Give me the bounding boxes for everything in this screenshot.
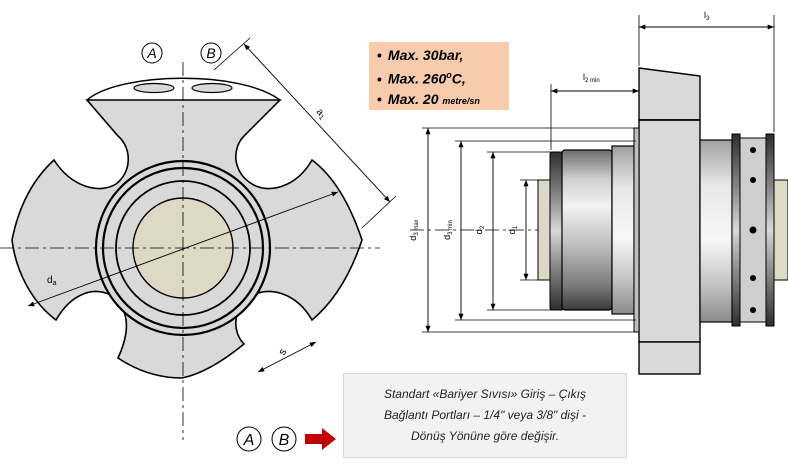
side-flange-bottom — [638, 341, 701, 375]
side-hub — [699, 139, 733, 323]
spec-temperature-unit: C, — [451, 70, 466, 87]
note-line-3: Dönüş Yönüne göre değişir. — [410, 429, 560, 443]
bolt — [750, 307, 756, 313]
port-a-circle-bottom — [236, 426, 262, 452]
spec-temperature-sup: o — [446, 70, 452, 80]
d3min-label: d3 min — [442, 220, 454, 240]
spec-speed-unit: metre/sn — [442, 95, 480, 106]
port-a-label-bottom: A — [243, 432, 255, 449]
d1-label: d1 — [507, 225, 519, 234]
side-ring-1 — [731, 133, 741, 327]
bolt — [750, 275, 756, 281]
port-a-circle-top — [141, 42, 163, 64]
note-text: Standart «Bariyer Sıvısı» Giriş – Çıkış … — [384, 384, 586, 447]
port-a-oval — [133, 82, 175, 94]
port-b-oval — [191, 82, 233, 94]
note-line-1: Standart «Bariyer Sıvısı» Giriş – Çıkış — [383, 387, 587, 401]
a1-extension-2 — [361, 195, 397, 229]
specs-list: • Max. 30bar, • Max. 260oC, • Max. 20 metre… — [377, 45, 501, 111]
d3max-label: d3 max — [408, 219, 420, 240]
specs-box: • Max. 30bar, • Max. 260oC, • Max. 20 metre… — [369, 42, 509, 110]
side-sleeve-step — [611, 145, 635, 315]
port-legend: A B — [236, 426, 336, 452]
horizontal-dimensions: l3 l2 min — [550, 10, 775, 150]
a1-extension-1 — [213, 37, 251, 71]
front-view: da a1 s A B — [0, 37, 397, 440]
side-bolts — [749, 147, 757, 313]
side-view: d3 max d3 min d2 d1 — [408, 10, 788, 375]
side-sleeve-lip — [633, 127, 640, 333]
bolt — [750, 177, 756, 183]
bolt — [749, 226, 757, 234]
da-dimension-line — [27, 191, 339, 307]
side-shaft-right — [773, 179, 788, 281]
port-b-circle-top — [200, 42, 222, 64]
spec-speed-value: Max. 20 — [387, 90, 443, 107]
da-label: da — [47, 275, 57, 287]
side-flange-body — [638, 119, 701, 343]
port-b-label-bottom: B — [279, 432, 290, 449]
side-flange — [638, 67, 701, 121]
spec-pressure-text: Max. 30bar, — [387, 47, 464, 63]
spec-temperature-value: Max. 260 — [387, 70, 447, 87]
spec-speed: • Max. 20 metre/sn — [377, 89, 501, 111]
bolt — [750, 147, 756, 153]
d2-label: d2 — [474, 225, 486, 234]
side-ring-3 — [765, 133, 775, 327]
red-arrow-icon — [305, 428, 336, 450]
note-line-2: Bağlantı Portları – 1/4" veya 3/8" dişi … — [384, 408, 586, 422]
port-b-label-top: B — [206, 45, 215, 61]
s-label: s — [276, 346, 289, 357]
vertical-dimensions: d3 max d3 min d2 d1 — [408, 127, 636, 333]
l3-label: l3 — [704, 10, 710, 22]
note-box: Standart «Bariyer Sıvısı» Giriş – Çıkış … — [343, 373, 627, 458]
a1-label: a1 — [313, 107, 328, 122]
flange-top-cap — [86, 77, 281, 101]
bullet-icon: • — [377, 70, 382, 87]
port-b-circle-bottom — [271, 426, 297, 452]
a1-dimension-line — [243, 43, 391, 203]
s-dimension-line — [257, 341, 317, 373]
spec-pressure: • Max. 30bar, — [377, 45, 501, 65]
l2min-label: l2 min — [583, 72, 600, 84]
port-a-label-top: A — [146, 45, 156, 61]
spec-temperature: • Max. 260oC, — [377, 65, 501, 89]
bullet-icon: • — [377, 90, 382, 107]
bullet-icon: • — [377, 47, 382, 63]
side-sleeve — [561, 149, 613, 311]
